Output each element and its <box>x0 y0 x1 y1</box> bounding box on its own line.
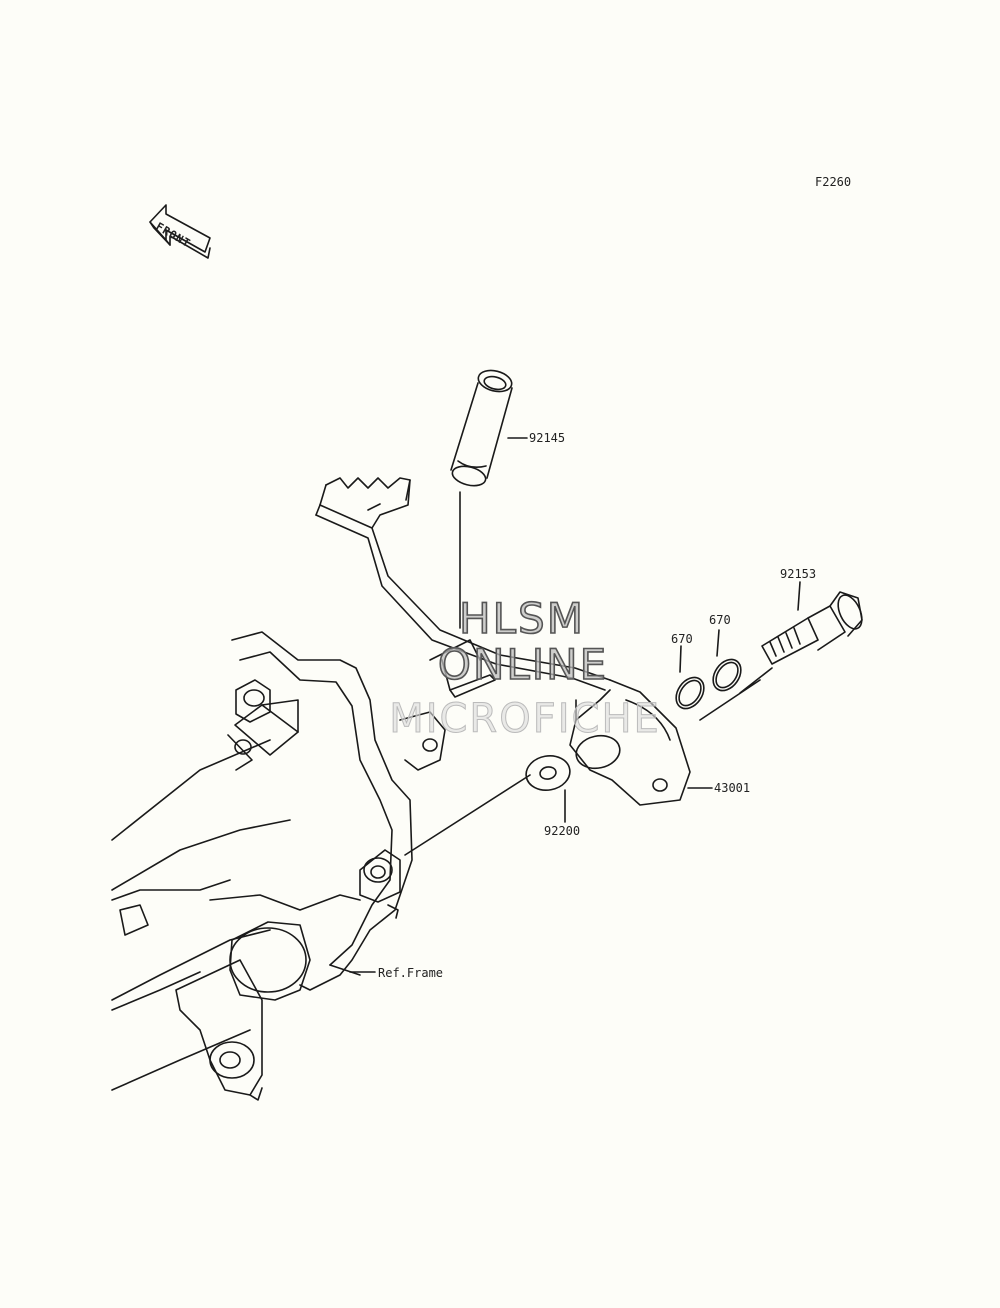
pivot-axis-line <box>404 667 773 856</box>
oring-part-a <box>675 645 705 710</box>
watermark-line-3: MICROFICHE <box>389 696 661 742</box>
callout-pedal[interactable]: 43001 <box>714 781 751 795</box>
oring-part-b <box>712 629 742 692</box>
callout-oring-b[interactable]: 670 <box>709 613 731 627</box>
frame-part <box>111 631 446 1101</box>
front-arrow-icon <box>149 204 211 259</box>
brake-pedal-part <box>315 477 691 806</box>
spring-part <box>450 369 513 487</box>
callout-spring[interactable]: 92145 <box>529 431 566 445</box>
callout-washer[interactable]: 92200 <box>544 824 581 838</box>
callout-bolt[interactable]: 92153 <box>780 567 817 581</box>
washer-part <box>525 755 571 823</box>
watermark-line-2: ONLINE <box>437 640 609 689</box>
callout-frame[interactable]: Ref.Frame <box>378 966 444 980</box>
pivot-bolt-part <box>761 581 863 665</box>
callout-oring-a[interactable]: 670 <box>671 632 693 646</box>
watermark-line-1: HLSM <box>458 594 585 643</box>
leader-line-spring <box>459 437 528 629</box>
figure-code: F2260 <box>815 175 852 189</box>
